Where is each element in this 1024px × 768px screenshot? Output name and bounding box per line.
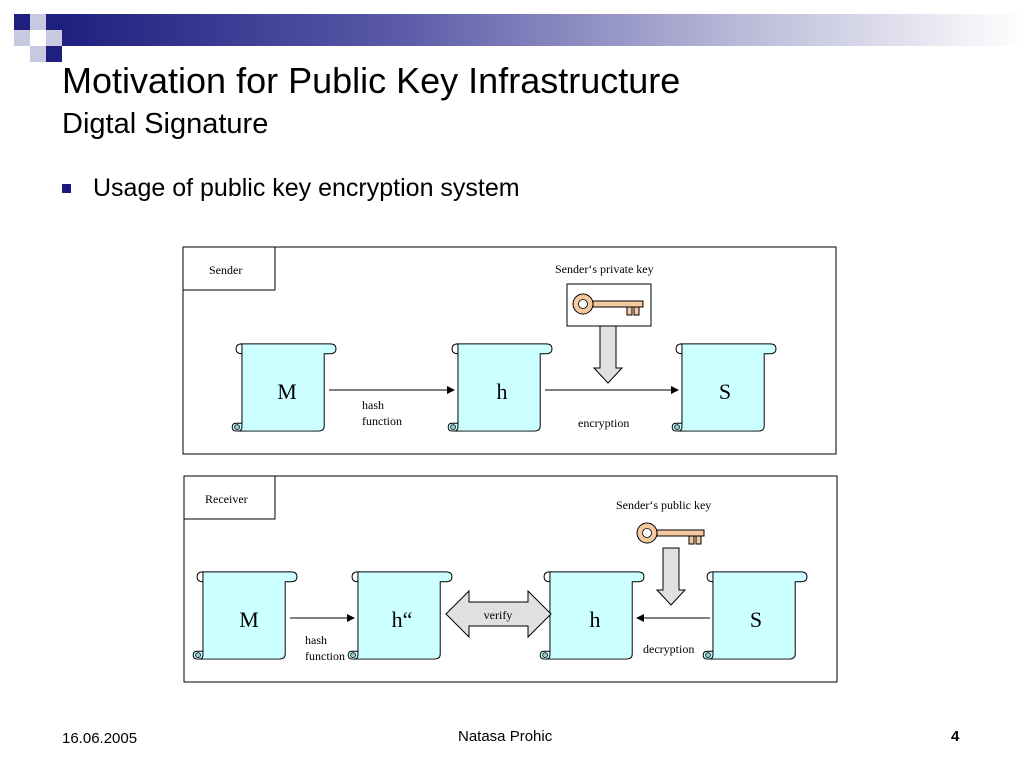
decor-square [30,46,46,62]
hash-function-label: hash function [305,633,345,663]
sender-label: Sender [209,263,242,277]
doc-m-label: M [277,379,297,404]
slide-title: Motivation for Public Key Infrastructure [62,60,681,101]
sender-panel: Sender Sender‘s private key M h S hash f… [182,246,837,455]
encryption-label: encryption [578,416,629,430]
doc-s-label: S [750,607,762,632]
decor-square [46,14,62,30]
footer-author: Natasa Prohic [458,728,553,745]
receiver-label: Receiver [205,492,248,506]
slide-subtitle: Digtal Signature [62,108,269,140]
verify-label: verify [484,608,513,622]
private-key-label: Sender‘s private key [555,262,654,276]
decor-square [14,30,30,46]
decor-square [46,30,62,46]
decryption-label: decryption [643,642,694,656]
header-bar [62,14,1024,46]
doc-m-label: M [239,607,259,632]
doc-h-label: h [497,379,508,404]
verify-double-arrow-icon [445,589,552,639]
decor-square [46,46,62,62]
receiver-label-box [183,475,276,520]
private-key-icon [572,293,644,316]
doc-h2-label: h“ [392,607,413,632]
receiver-panel: Receiver Sender‘s public key M h“ h S ve… [183,475,838,683]
bullet-text: Usage of public key encryption system [93,174,520,202]
bullet-marker [62,184,71,193]
public-key-icon [636,522,705,545]
hash-function-label: hash function [362,398,402,428]
sender-label-box [182,246,276,291]
block-arrow-down-icon [592,325,624,384]
doc-s-label: S [719,379,731,404]
decor-square [30,14,46,30]
decor-square [14,14,30,30]
block-arrow-down-icon [655,547,687,606]
public-key-label: Sender‘s public key [616,498,711,512]
footer-date: 16.06.2005 [62,730,138,747]
page-number: 4 [951,728,960,745]
doc-h-label: h [590,607,601,632]
